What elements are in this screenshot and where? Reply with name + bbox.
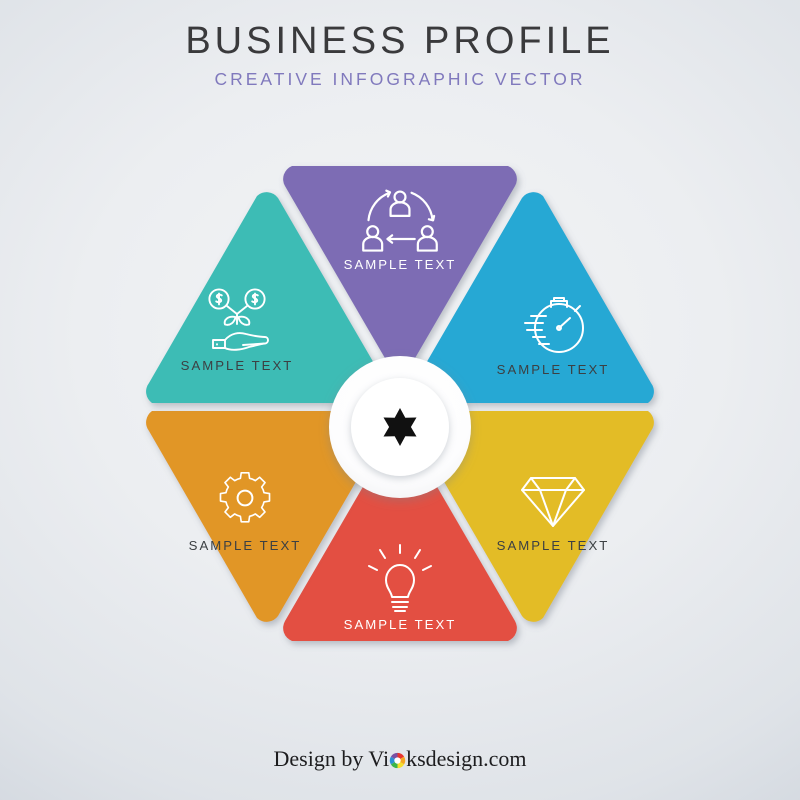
lightbulb-icon xyxy=(368,544,432,612)
segment-label-idea: SAMPLE TEXT xyxy=(344,617,457,632)
money-plant-hand-icon xyxy=(208,288,269,351)
segment-label-quality: SAMPLE TEXT xyxy=(497,538,610,553)
page-subtitle: CREATIVE INFOGRAPHIC VECTOR xyxy=(214,68,586,89)
segment-label-timer: SAMPLE TEXT xyxy=(497,362,610,377)
segment-teamwork[interactable]: SAMPLE TEXT xyxy=(283,166,517,384)
segment-timer[interactable]: SAMPLE TEXT xyxy=(407,192,654,403)
credit-prefix: Design by Vi xyxy=(273,746,390,771)
six-pointed-star-icon xyxy=(383,408,417,446)
segment-quality[interactable]: SAMPLE TEXT xyxy=(407,411,654,622)
header: BUSINESS PROFILE CREATIVE INFOGRAPHIC VE… xyxy=(0,20,800,90)
camera-aperture-icon xyxy=(389,749,406,775)
segment-label-teamwork: SAMPLE TEXT xyxy=(344,257,457,272)
center-hub[interactable] xyxy=(329,356,471,498)
segment-label-growth: SAMPLE TEXT xyxy=(181,358,294,373)
segment-label-settings: SAMPLE TEXT xyxy=(189,538,302,553)
teamwork-network-icon xyxy=(362,189,438,252)
page-title: BUSINESS PROFILE xyxy=(185,20,615,62)
segment-growth[interactable]: SAMPLE TEXT xyxy=(146,192,393,403)
segment-idea[interactable]: SAMPLE TEXT xyxy=(283,423,517,641)
segment-settings[interactable]: SAMPLE TEXT xyxy=(146,411,393,622)
stopwatch-icon xyxy=(524,297,584,353)
credit-suffix: ksdesign.com xyxy=(406,746,527,771)
gear-icon xyxy=(219,471,271,523)
footer-credit: Design by Vi ksdesign.com xyxy=(0,746,800,775)
diamond-icon xyxy=(521,477,585,527)
